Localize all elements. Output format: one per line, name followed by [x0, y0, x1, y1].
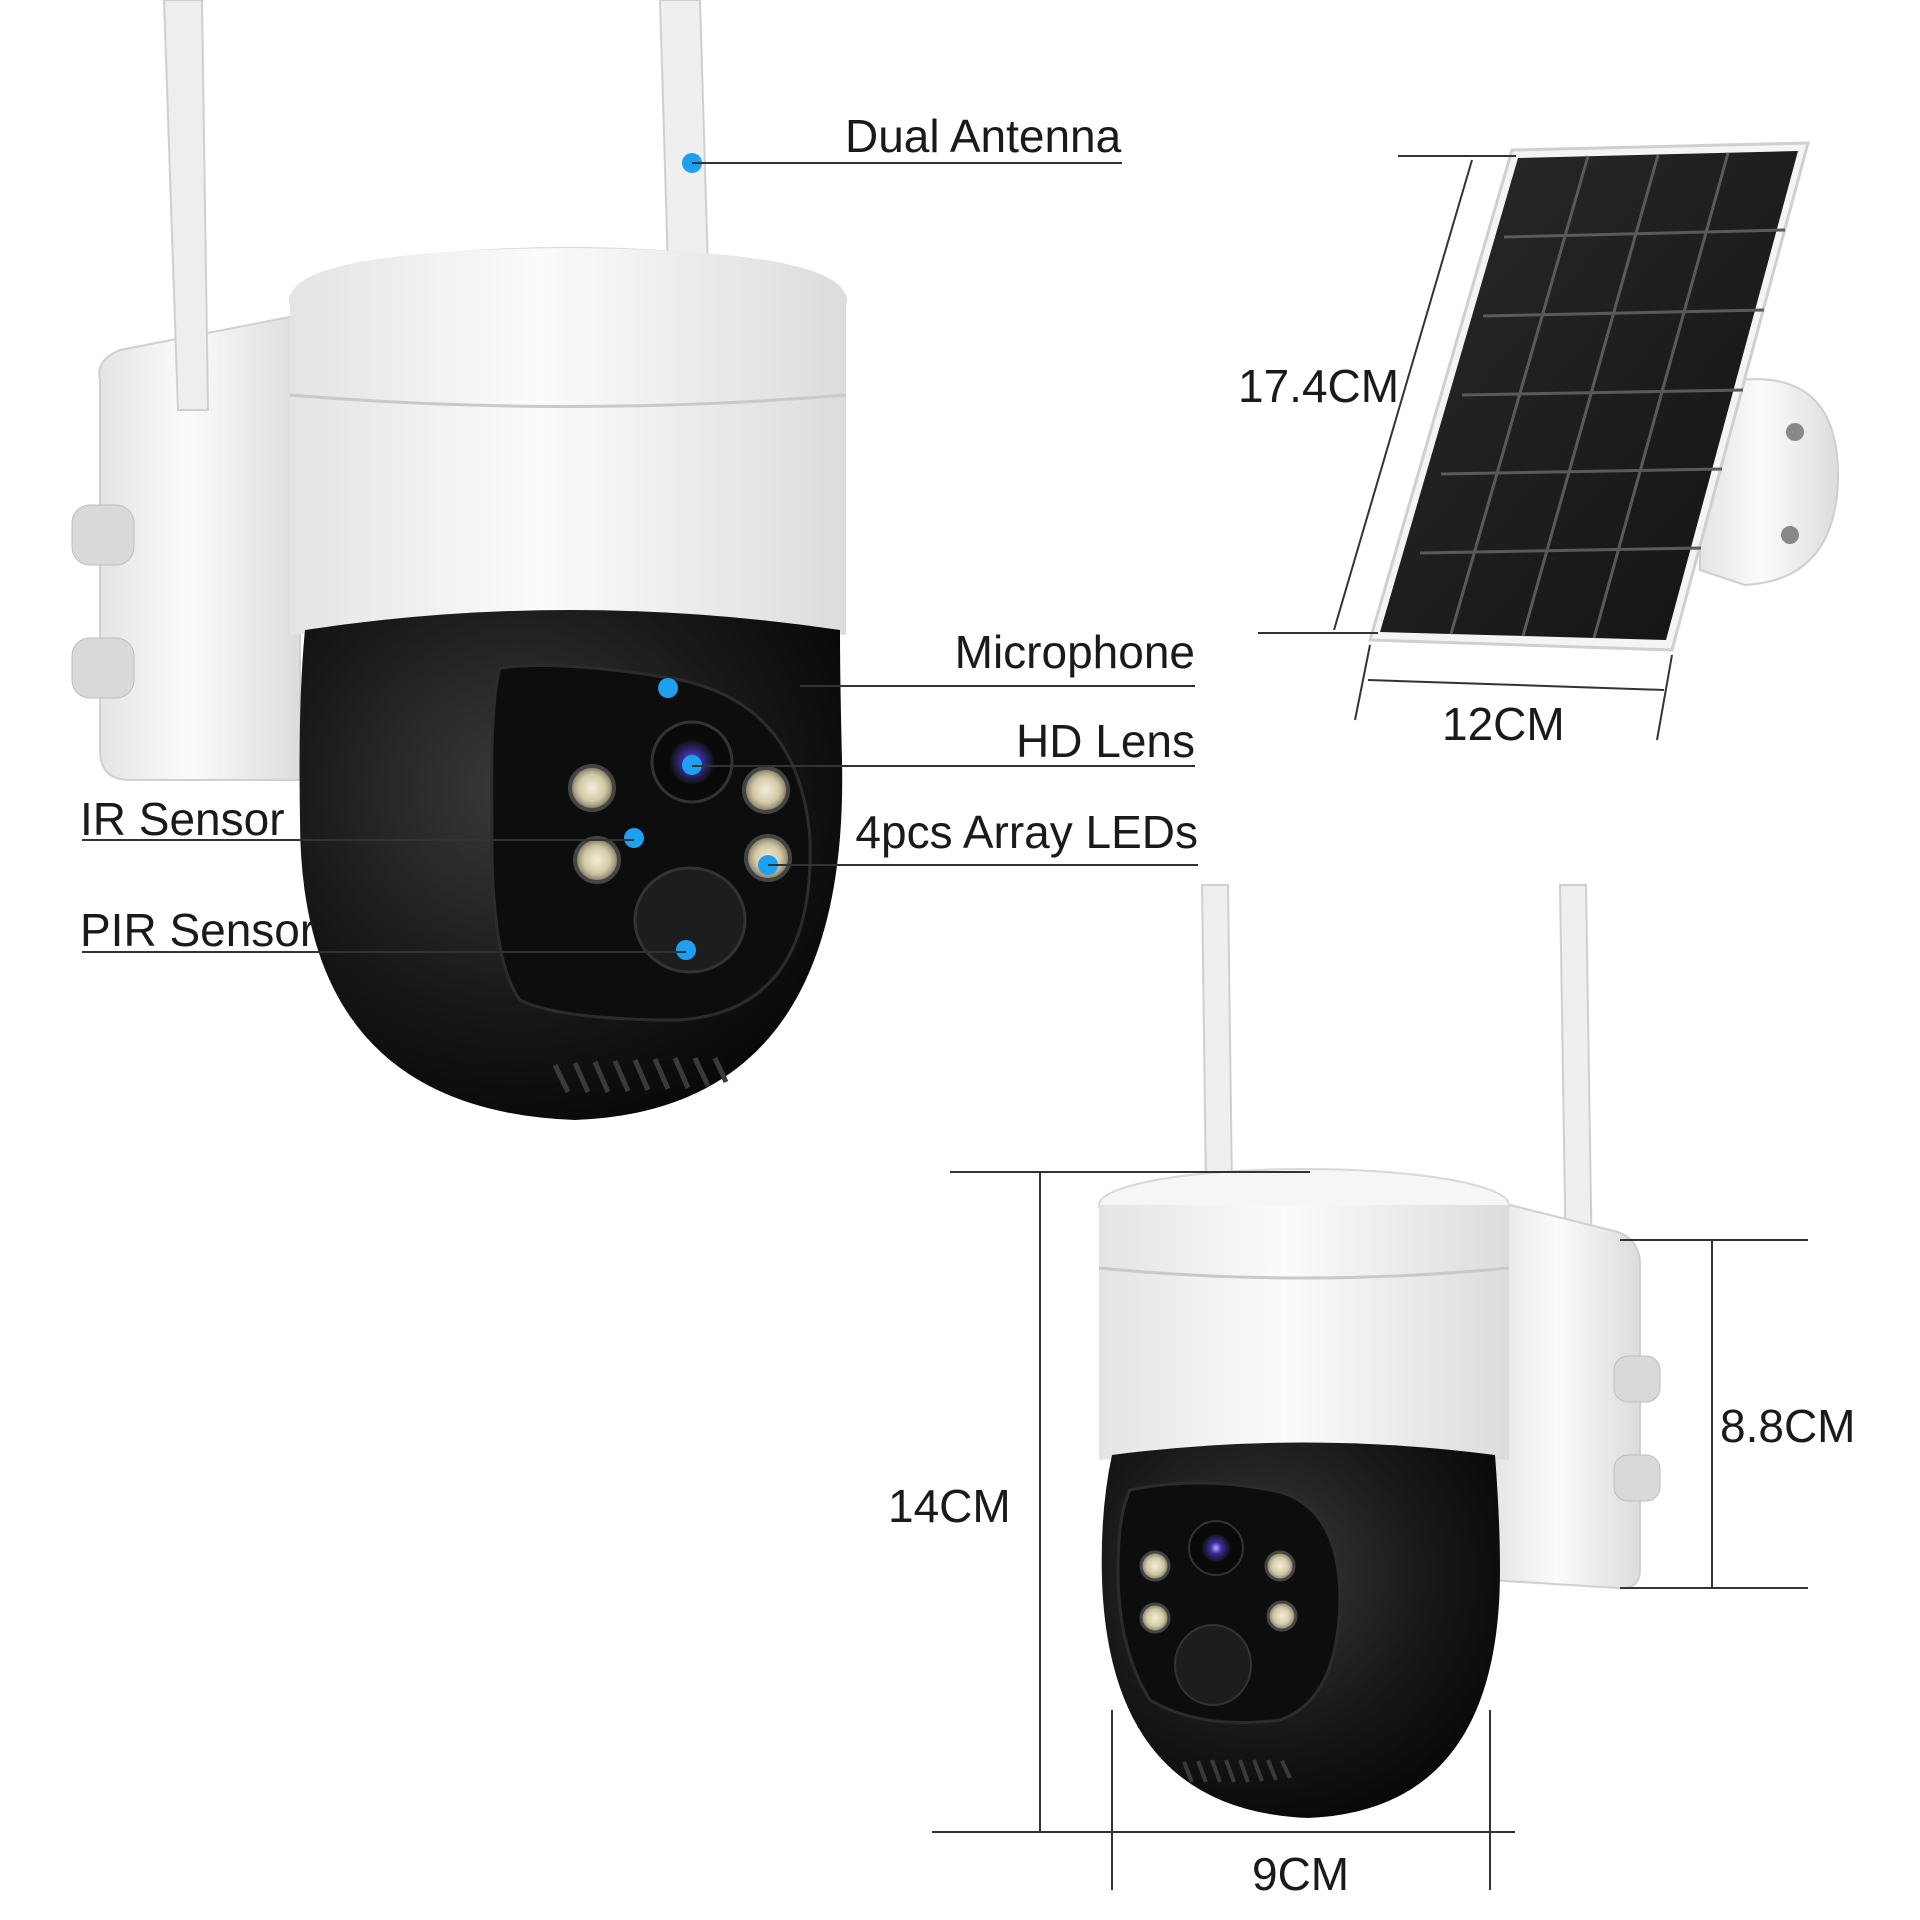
array-led [1139, 1602, 1171, 1634]
label-hd-lens: HD Lens [1016, 715, 1195, 767]
label-pir-sensor: PIR Sensor [80, 904, 315, 956]
main-camera [71, 0, 847, 1120]
camera-housing-body [290, 395, 846, 635]
callout-lines [82, 162, 1198, 953]
side-camera [1098, 884, 1661, 1818]
dimension-camera-height: 14CM [888, 1480, 1011, 1532]
solar-panel [1368, 141, 1840, 652]
speaker-vent [1182, 1759, 1292, 1783]
label-dual-antenna: Dual Antenna [845, 110, 1122, 162]
callout-dot [624, 828, 644, 848]
dimension-mount-height: 8.8CM [1720, 1400, 1855, 1452]
antenna-left [162, 0, 210, 411]
label-array-leds: 4pcs Array LEDs [855, 806, 1198, 858]
label-ir-sensor: IR Sensor [80, 793, 285, 845]
solar-dimension-lines [1258, 155, 1673, 741]
mount-knob [71, 504, 135, 566]
antenna-right [1558, 884, 1594, 1271]
mount-knob [71, 637, 135, 699]
speaker-vent [552, 1056, 729, 1094]
mount-knob [1613, 1454, 1661, 1502]
antenna-right [658, 0, 710, 271]
array-led [568, 764, 616, 812]
dimension-solar-height: 17.4CM [1238, 360, 1399, 412]
camera-face [1116, 1481, 1342, 1724]
mount-knob [1613, 1355, 1661, 1403]
array-led [573, 836, 621, 884]
camera-dimension-lines [932, 1171, 1808, 1890]
callout-dot [676, 940, 696, 960]
antenna-left [1200, 884, 1234, 1191]
array-led [1139, 1550, 1171, 1582]
camera-housing-body [1099, 1205, 1509, 1460]
pir-sensor [1174, 1624, 1252, 1706]
array-led [1266, 1600, 1298, 1632]
label-microphone: Microphone [955, 626, 1195, 678]
dimension-camera-width: 9CM [1252, 1848, 1349, 1900]
array-led [1264, 1550, 1296, 1582]
array-led [742, 766, 790, 814]
dimension-solar-width: 12CM [1442, 698, 1565, 750]
camera-housing-top [290, 248, 846, 400]
callout-dot [658, 678, 678, 698]
pir-sensor [633, 866, 747, 974]
